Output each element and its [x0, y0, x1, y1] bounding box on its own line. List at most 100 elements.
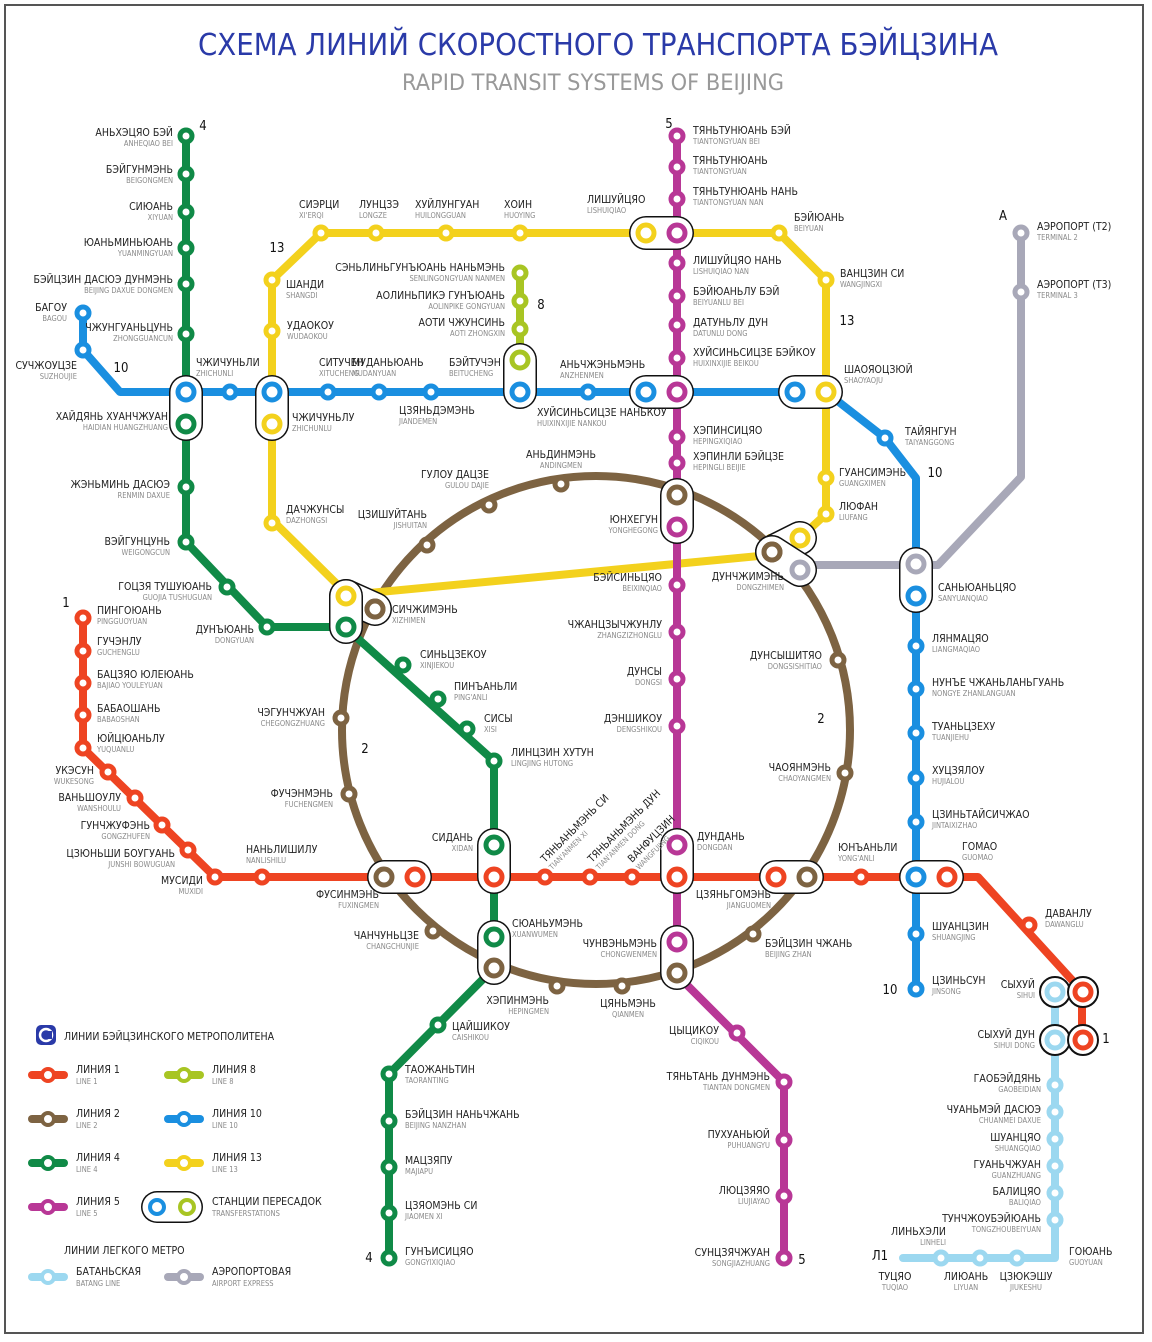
- station-name-ru: ХЭПИНЛИ БЭЙЦЗЕ: [693, 450, 784, 463]
- line-number-label: A: [999, 209, 1007, 224]
- transfer-haidian-huangzhuang: [169, 375, 203, 441]
- batong-station: [971, 1249, 989, 1267]
- station-name-ru: АНЬЧЖЭНЬМЭНЬ: [560, 359, 645, 371]
- transfer-marker: [666, 516, 688, 538]
- legend-label-en: BATANG LINE: [76, 1279, 120, 1288]
- line-number-label: Л1: [872, 1249, 888, 1264]
- line5-station: [775, 1187, 793, 1205]
- station-name-ru: БЭЙГУНМЭНЬ: [106, 163, 173, 176]
- station-name-ru: ВАНЦЗИН СИ: [840, 268, 904, 280]
- station-name-ru: ШУАНЦЗИН: [932, 921, 989, 933]
- station-name-en: DONGSISHITIAO: [768, 662, 822, 671]
- transfer-marker: [364, 598, 386, 620]
- line13-station: [817, 469, 835, 487]
- station-name-ru: САНЬЮАНЬЦЯО: [938, 582, 1016, 594]
- station-name-ru: БЭЙЮАНЬЛУ БЭЙ: [693, 285, 779, 298]
- station-name-ru: АЭРОПОРТ (Т3): [1037, 279, 1111, 291]
- station-name-ru: ХУЦЗЯЛОУ: [932, 765, 985, 777]
- station-name-ru: ТАОЖАНЬТИН: [404, 1064, 475, 1076]
- station-name-ru: ЧАНЧУНЬЦЗЕ: [354, 930, 419, 942]
- transfer-marker: [509, 349, 531, 371]
- station-name-en: WANSHOULU: [77, 804, 121, 813]
- line1-station: [253, 868, 271, 886]
- station-name-en: LISHUIQIAO: [587, 206, 626, 215]
- station-name-ru: ЮЙЦЮАНЬЛУ: [97, 732, 165, 745]
- station-name-en: GONGYIXIQIAO: [405, 1258, 455, 1267]
- station-name-en: BAJIAO YOULEYUAN: [97, 681, 163, 690]
- legend-label-en: LINE 10: [212, 1121, 238, 1130]
- station-name-ru: АОТИ ЧЖУНСИНЬ: [419, 317, 506, 329]
- station-name-en: RENMIN DAXUE: [118, 491, 171, 500]
- station-name-en: SHANGDI: [286, 291, 317, 300]
- station-name-ru: ЦЫЦИКОУ: [669, 1025, 719, 1037]
- line4-station: [258, 618, 276, 636]
- station-name-en: LIANGMAQIAO: [932, 645, 980, 654]
- station-name-ru: ГУЧЭНЛУ: [97, 636, 142, 648]
- station-name-ru: ЧЖИЧУНЬЛИ: [196, 357, 260, 369]
- station-name-ru: СИСЫ: [484, 713, 513, 725]
- line5-station: [775, 1131, 793, 1149]
- station-name-ru: ЧУАНЬМЭЙ ДАСЮЭ: [947, 1103, 1042, 1116]
- station-name-ru: СИДАНЬ: [432, 832, 473, 844]
- station-name-ru: ХУЙСИНЬСИЦЗЕ БЭЙКОУ: [693, 346, 816, 359]
- station-name-ru: ШУАНЦЯО: [990, 1132, 1041, 1144]
- station-label-senlingongyuan-nanmen: СЭНЬЛИНЬГУНЪЮАНЬ НАНЬМЭНЬSENLINGONGYUAN …: [335, 262, 505, 283]
- legend-transfer-marker: [148, 1198, 166, 1216]
- line13-station: [367, 224, 385, 242]
- station-name-en: TIANTONGYUAN: [692, 167, 747, 176]
- line5-station: [668, 349, 686, 367]
- station-name-ru: ЧЖУНГУАНЬЦУНЬ: [85, 322, 173, 334]
- legend-swatch-marker: [176, 1155, 192, 1171]
- station-name-ru: ТЯНЬТУНЮАНЬ БЭЙ: [692, 124, 791, 137]
- station-name-ru: АОЛИНЬПИКЭ ГУНЪЮАНЬ: [376, 290, 505, 302]
- legend-label-ru: ЛИНИЯ 13: [212, 1152, 262, 1164]
- station-name-en: BALIQIAO: [1009, 1198, 1041, 1207]
- station-name-ru: БАГОУ: [35, 302, 67, 314]
- legend-swatch-marker: [40, 1199, 56, 1215]
- line10-station: [907, 724, 925, 742]
- transfer-marker: [483, 834, 505, 856]
- station-name-en: LINGJING HUTONG: [511, 759, 573, 768]
- station-name-ru: СЫХУЙ: [1001, 978, 1035, 991]
- station-name-ru: ЛИШУЙЦЯО НАНЬ: [693, 254, 782, 267]
- station-name-en: CIQIKOU: [691, 1037, 719, 1046]
- station-name-ru: ЦАЙШИКОУ: [452, 1020, 510, 1033]
- line1-station: [852, 868, 870, 886]
- station-name-ru: ЛИШУЙЦЯО: [587, 193, 645, 206]
- line4-station: [380, 1065, 398, 1083]
- line2-station: [552, 475, 570, 493]
- terminal-sihui-batong: [1039, 976, 1071, 1008]
- line4-station: [177, 239, 195, 257]
- station-name-en: BEIXINQIAO: [622, 584, 662, 593]
- airport-station: [1012, 283, 1030, 301]
- legend-light-title: ЛИНИИ ЛЕГКОГО МЕТРО: [64, 1245, 185, 1257]
- transfer-marker: [905, 866, 927, 888]
- line-number-label: 13: [840, 314, 855, 329]
- line4-station: [380, 1249, 398, 1267]
- station-name-en: YONGHEGONG: [608, 526, 658, 535]
- transfer-marker: [335, 585, 357, 607]
- station-name-ru: ЧЭГУНЧЖУАН: [257, 707, 325, 719]
- station-name-en: GUANZHUANG: [992, 1171, 1041, 1180]
- line4-station: [380, 1112, 398, 1130]
- station-name-ru: МУСИДИ: [161, 875, 203, 887]
- line4-station: [429, 690, 447, 708]
- line4-station: [380, 1158, 398, 1176]
